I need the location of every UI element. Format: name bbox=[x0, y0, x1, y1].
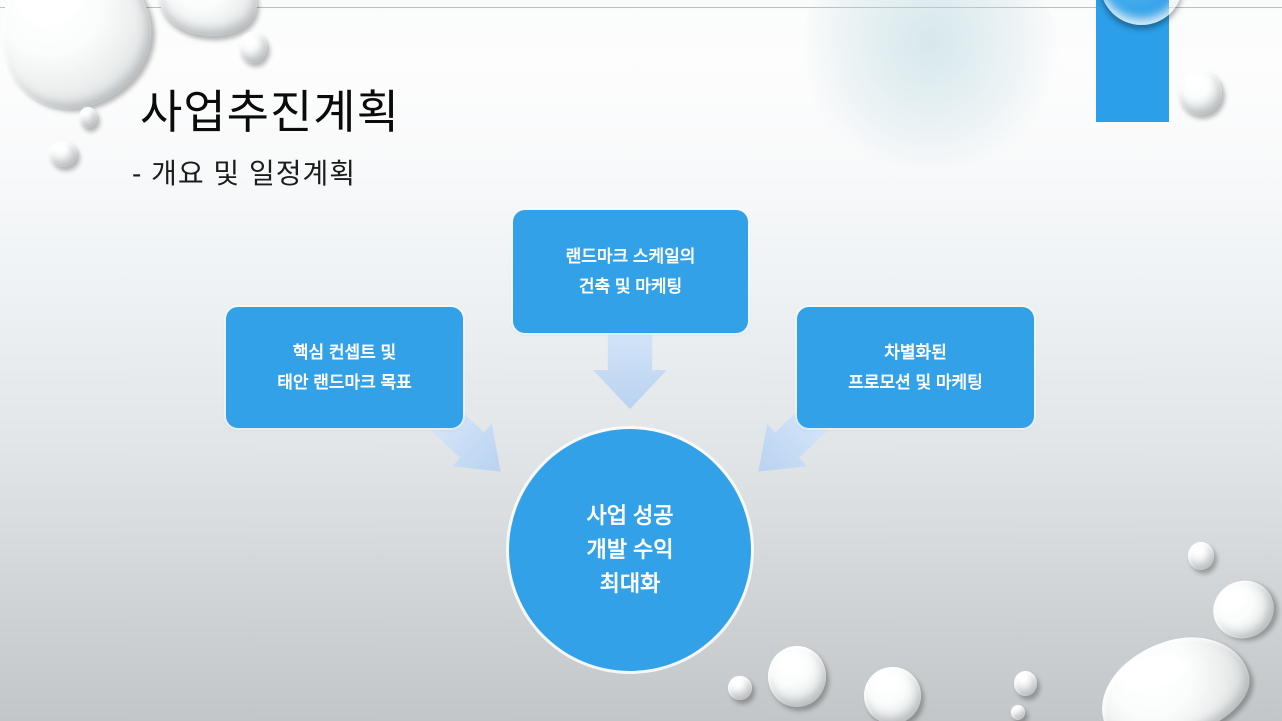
water-droplet-icon bbox=[1011, 705, 1025, 720]
box-text-line: 태안 랜드마크 목표 bbox=[277, 372, 412, 392]
circle-text-line: 최대화 bbox=[599, 571, 661, 596]
water-droplet-icon bbox=[239, 32, 267, 63]
diagram-box-right: 차별화된 프로모션 및 마케팅 bbox=[797, 307, 1034, 428]
diagram-box-top: 랜드마크 스케일의 건축 및 마케팅 bbox=[513, 210, 748, 333]
diagram-box-left: 핵심 컨셉트 및 태안 랜드마크 목표 bbox=[226, 307, 463, 428]
background-glow bbox=[800, 0, 1060, 170]
top-hairline bbox=[0, 7, 1282, 8]
water-droplet-icon bbox=[864, 667, 921, 721]
box-text-line: 차별화된 bbox=[884, 342, 947, 362]
box-text-line: 핵심 컨셉트 및 bbox=[292, 342, 397, 362]
accent-rectangle bbox=[1096, 0, 1169, 122]
diagram-center-circle: 사업 성공 개발 수익 최대화 bbox=[509, 429, 751, 671]
circle-text-line: 개발 수익 bbox=[586, 537, 674, 562]
down-arrow-icon bbox=[593, 331, 667, 409]
box-text-line: 건축 및 마케팅 bbox=[578, 276, 683, 296]
water-droplet-icon bbox=[49, 141, 77, 167]
circle-text-line: 사업 성공 bbox=[586, 503, 674, 528]
water-droplet-icon bbox=[79, 107, 97, 128]
water-droplet-icon bbox=[768, 646, 826, 707]
box-text-line: 랜드마크 스케일의 bbox=[565, 246, 696, 266]
water-droplet-icon bbox=[1204, 571, 1282, 648]
water-droplet-icon bbox=[1014, 671, 1037, 696]
water-droplet-icon bbox=[728, 676, 752, 700]
slide-title: 사업추진계획 bbox=[140, 86, 400, 138]
slide-subtitle: - 개요 및 일정계획 bbox=[132, 158, 356, 189]
water-droplet-icon bbox=[1178, 70, 1222, 115]
box-text-line: 프로모션 및 마케팅 bbox=[848, 372, 983, 392]
water-droplet-icon bbox=[1188, 542, 1214, 570]
